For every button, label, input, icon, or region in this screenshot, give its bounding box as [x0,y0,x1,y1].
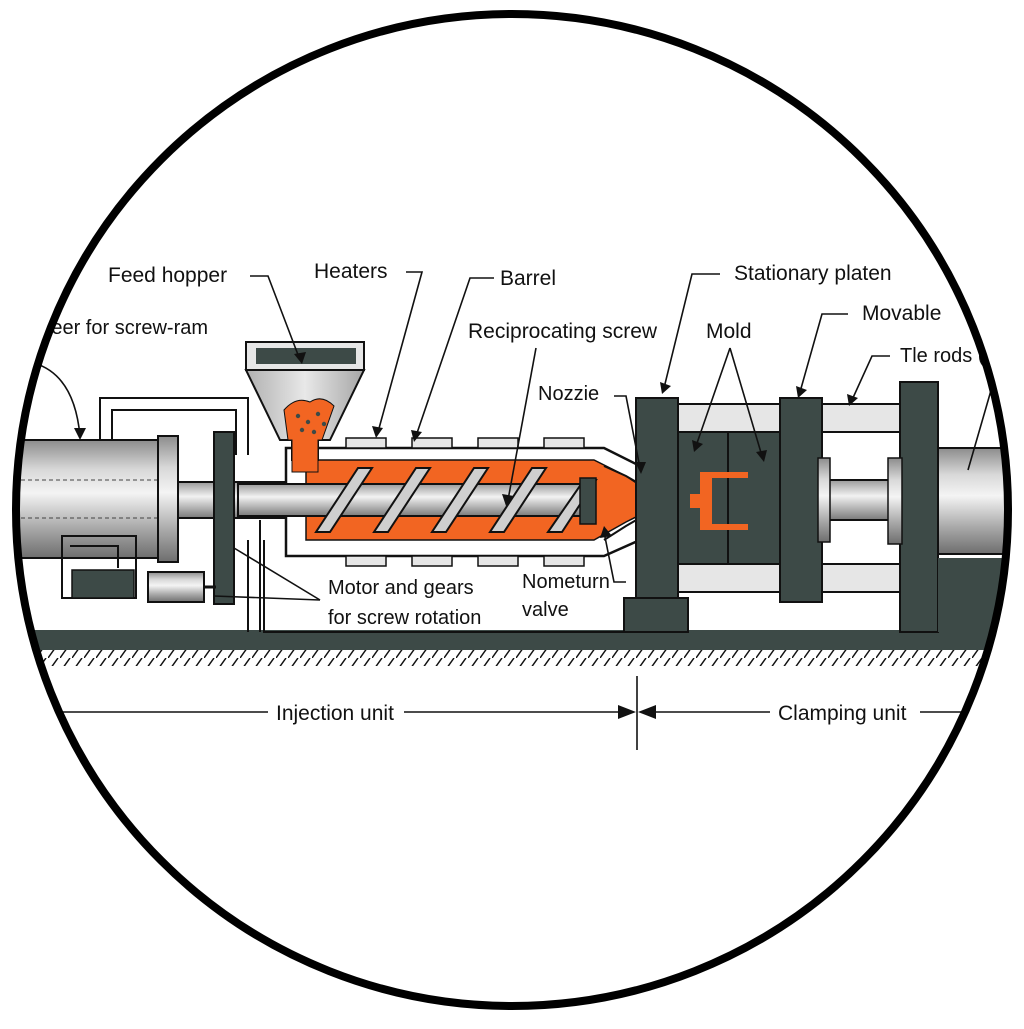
stationary-platen-foot [623,597,689,633]
gear-wheel [213,431,235,605]
mold-cavity [700,472,748,530]
floor-hatch [18,650,1006,666]
ram-cylinder [18,439,165,559]
clamp-rod [821,479,895,521]
label-mold: Mold [706,320,752,343]
non-return-valve-body [579,477,597,525]
label-reciprocating-screw: Reciprocating screw [468,320,658,343]
hydraulic-lines [99,397,261,632]
label-movable: Movable [862,302,941,325]
label-valve-line1: Nometurn [522,571,610,593]
clamp-cylinder [937,447,1006,555]
heater-bands [345,437,585,567]
label-motor-line2: for screw rotation [328,607,481,629]
circular-frame [12,10,1012,1010]
movable-platen [779,397,823,603]
label-motor-line1: Motor and gears [328,577,474,599]
machine-base-bar [18,630,1006,650]
rotation-motor [147,571,205,603]
label-feed-hopper: Feed hopper [108,264,227,287]
rear-platen [899,381,939,633]
label-valve-line2: valve [522,599,569,621]
label-nozzle: Nozzie [538,383,599,405]
label-tie-rods: Tle rods (s [900,345,994,367]
stationary-platen [635,397,679,633]
label-injection-unit: Injection unit [276,702,394,725]
mold-half-moving [727,431,781,589]
label-stationary-platen: Stationary platen [734,262,892,285]
ram-flange [157,435,179,563]
label-driver: Keer for screw-ram [38,317,208,339]
label-clamping-unit: Clamping unit [778,702,907,725]
injection-frame [263,540,626,633]
label-heaters: Heaters [314,260,388,283]
label-barrel: Barrel [500,267,556,290]
